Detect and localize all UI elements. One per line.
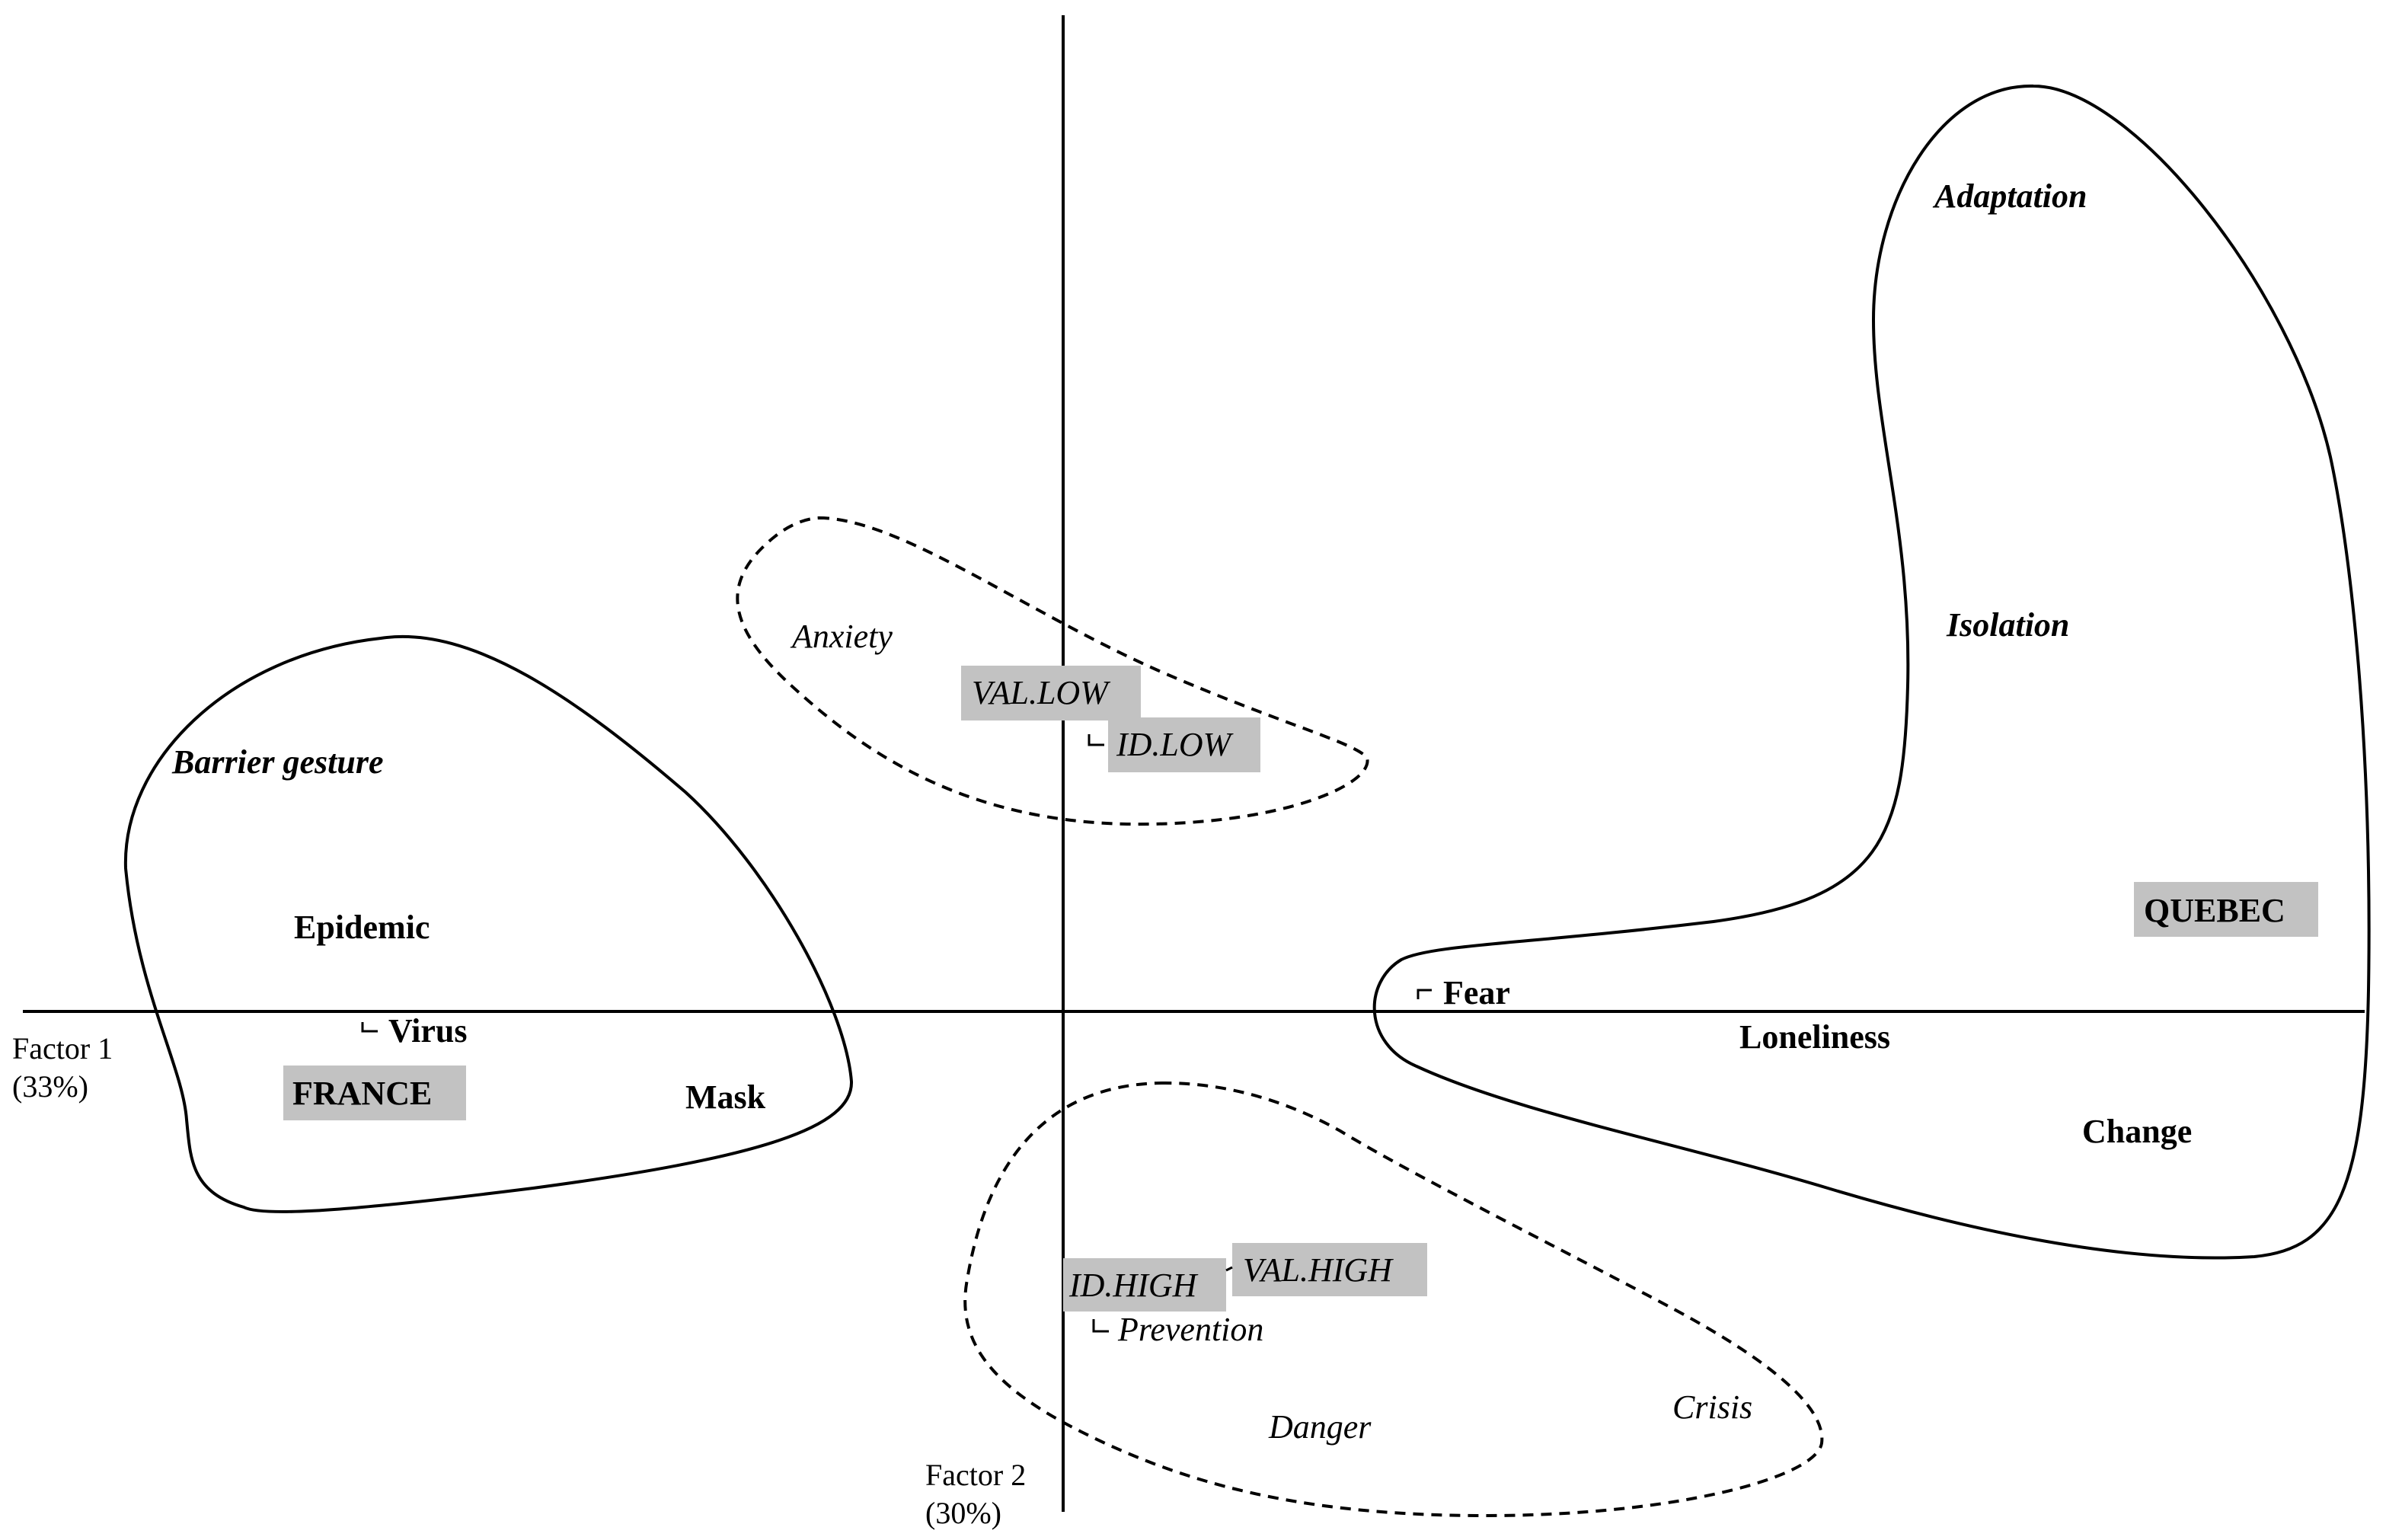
france-cluster-outline — [123, 634, 854, 1213]
word-loneliness: Loneliness — [1739, 1018, 1890, 1056]
group-france: FRANCE — [292, 1075, 432, 1112]
modality-id-low: ID.LOW — [1116, 726, 1234, 763]
word-epidemic: Epidemic — [294, 909, 430, 946]
virus-leader — [361, 1022, 378, 1033]
fear-leader — [1417, 989, 1432, 999]
id-val-high-connector — [1225, 1266, 1233, 1272]
france-box — [283, 1066, 466, 1120]
word-prevention: Prevention — [1117, 1311, 1263, 1348]
modality-id-high: ID.HIGH — [1068, 1267, 1199, 1304]
word-crisis: Crisis — [1672, 1388, 1752, 1426]
val-high-box — [1232, 1243, 1427, 1296]
word-adaptation: Adaptation — [1932, 177, 2087, 215]
word-virus: Virus — [388, 1012, 468, 1050]
word-anxiety: Anxiety — [790, 618, 893, 655]
modality-val-high: VAL.HIGH — [1243, 1251, 1394, 1289]
word-mask: Mask — [685, 1078, 766, 1116]
id-high-box — [1063, 1258, 1226, 1312]
factor2-percent: (30%) — [925, 1496, 1001, 1530]
word-fear: Fear — [1443, 974, 1510, 1011]
modality-val-low: VAL.LOW — [972, 674, 1110, 711]
word-change: Change — [2082, 1113, 2192, 1150]
id-low-box — [1108, 717, 1260, 772]
prevention-leader — [1092, 1319, 1109, 1333]
word-isolation: Isolation — [1946, 606, 2069, 644]
val-low-box — [961, 666, 1141, 720]
id-low-leader — [1088, 734, 1104, 746]
word-danger: Danger — [1268, 1408, 1372, 1446]
high-cluster-outline — [963, 1081, 1824, 1518]
factor2-name: Factor 2 — [925, 1458, 1026, 1492]
quebec-box — [2134, 882, 2318, 937]
quebec-cluster-outline — [1372, 84, 2371, 1260]
word-barrier-gesture: Barrier gesture — [171, 743, 383, 781]
group-quebec: QUEBEC — [2144, 892, 2285, 929]
low-cluster-outline — [736, 516, 1369, 826]
factor1-percent: (33%) — [12, 1069, 88, 1104]
factor1-name: Factor 1 — [12, 1031, 113, 1066]
